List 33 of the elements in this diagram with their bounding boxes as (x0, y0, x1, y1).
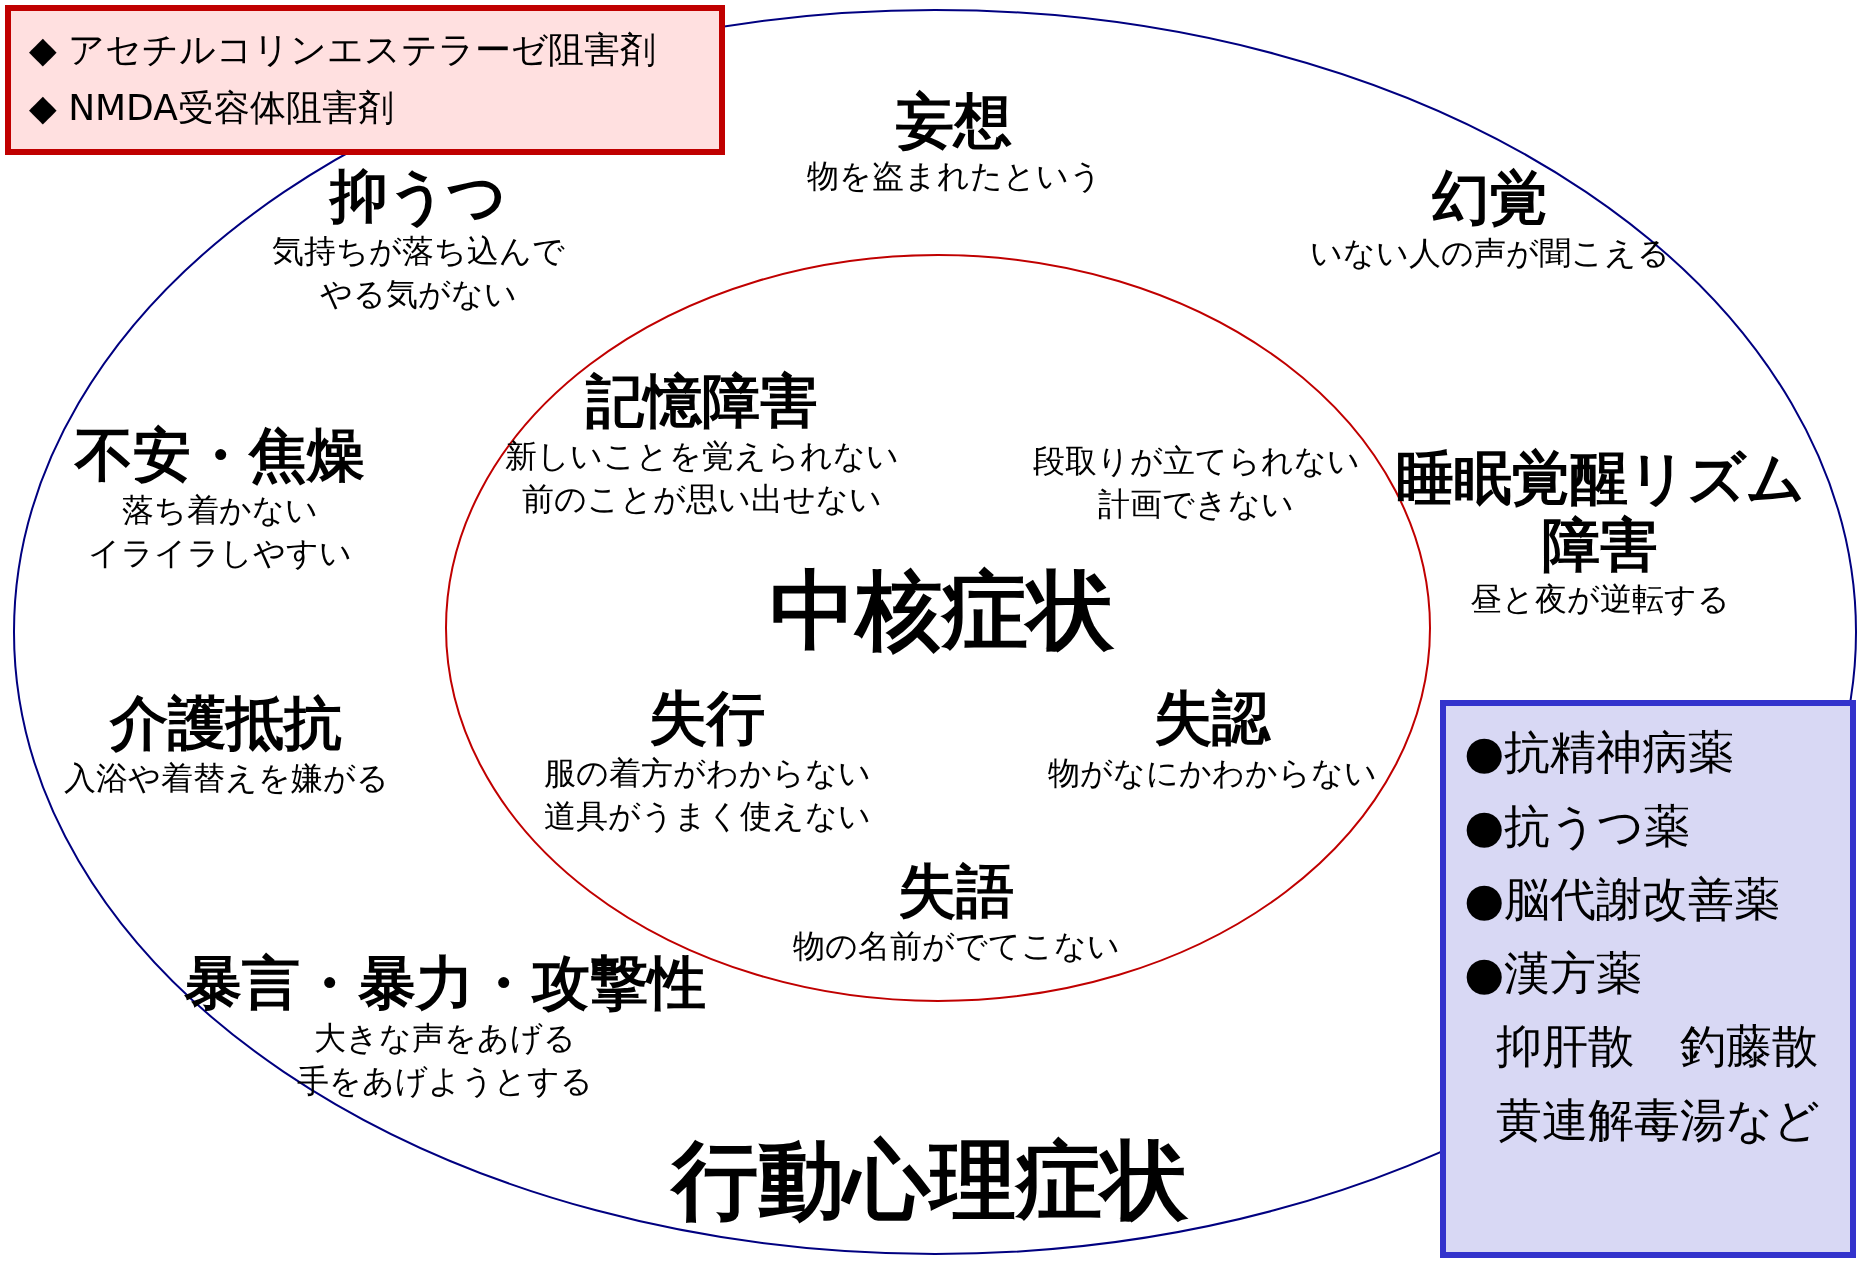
symptom-title: 不安・焦燥 (75, 422, 365, 489)
symptom-description: 物がなにかわからない (1047, 752, 1377, 794)
symptom-title: 記憶障害 (585, 368, 819, 435)
symptom-title: 暴言・暴力・攻撃性 (184, 950, 706, 1017)
symptom-description: 入浴や着替えを嫌がる (63, 757, 389, 799)
symptom-title: 睡眠覚醒リズム障害 (1394, 445, 1806, 579)
symptom-description: 新しいことを覚えられない前のことが思い出せない (504, 435, 900, 520)
symptom-description: 物の名前がでてこない (792, 925, 1120, 967)
symptom-description: 服の着方がわからない道具がうまく使えない (542, 752, 872, 837)
symptom-title: 失語 (897, 858, 1015, 925)
list-item: ●抗精神病薬 (1464, 724, 1736, 781)
symptom-description: 物を盗まれたという (806, 155, 1102, 197)
list-item: ◆ アセチルコリンエステラーゼ阻害剤 (29, 28, 658, 72)
list-item: ●抗うつ薬 (1464, 797, 1692, 855)
list-item: ●漢方薬 (1464, 944, 1644, 1002)
list-item: 抑肝散 釣藤散黄連解毒湯など (1496, 1018, 1822, 1149)
list-item: ●脳代謝改善薬 (1464, 871, 1782, 929)
symptom-title: 抑うつ (328, 163, 507, 230)
drug-list-box (5, 5, 725, 155)
symptom-title: 失行 (648, 685, 766, 752)
symptom-description: 落ち着かないイライラしやすい (87, 489, 353, 574)
symptom-title: 失認 (1153, 685, 1272, 752)
symptom-title: 幻覚 (1431, 165, 1549, 232)
symptom-description: いない人の声が聞こえる (1310, 232, 1670, 274)
list-item: ◆ NMDA受容体阻害剤 (29, 85, 395, 130)
symptom-description: 大きな声をあげる手をあげようとする (296, 1017, 594, 1102)
group-title: 行動心理症状 (672, 1129, 1188, 1232)
symptom-description: 気持ちが落ち込んでやる気がない (270, 230, 566, 315)
symptom-description: 昼と夜が逆転する (1469, 579, 1731, 621)
group-title: 中核症状 (770, 559, 1114, 662)
symptom-title: 介護抵抗 (108, 690, 343, 757)
symptom-description: 段取りが立てられない計画できない (1031, 441, 1361, 526)
symptom-title: 妄想 (895, 88, 1013, 155)
